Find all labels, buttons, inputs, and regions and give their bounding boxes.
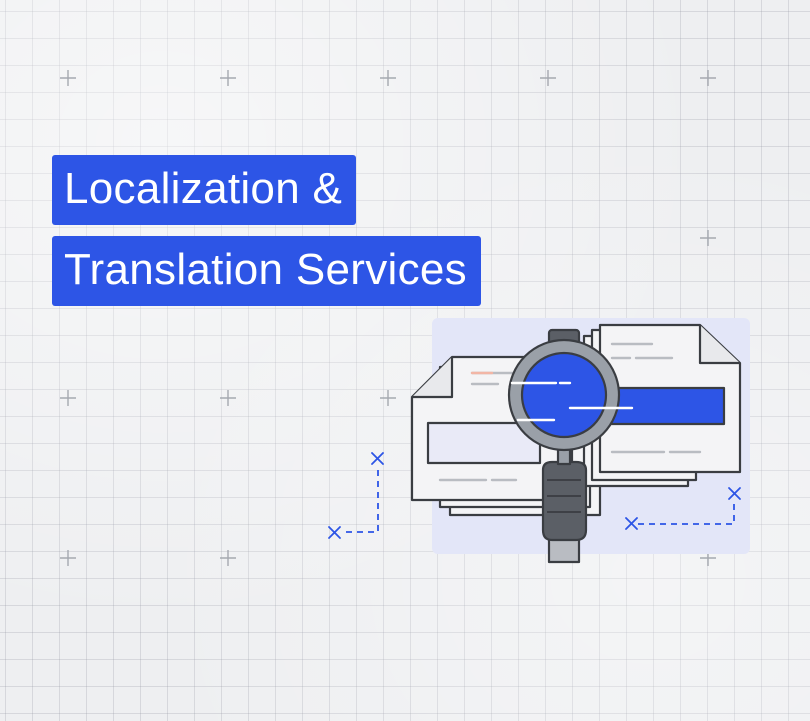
close-x-icon (371, 452, 384, 465)
title-line-1: Localization & (52, 155, 357, 225)
title-line-2: Translation Services (52, 236, 481, 306)
translation-illustration (328, 318, 750, 564)
close-x-icon (625, 517, 638, 530)
close-x-icon (728, 487, 741, 500)
close-x-icon (328, 526, 341, 539)
document-icon (582, 323, 742, 488)
magnifying-glass-icon (507, 328, 621, 564)
